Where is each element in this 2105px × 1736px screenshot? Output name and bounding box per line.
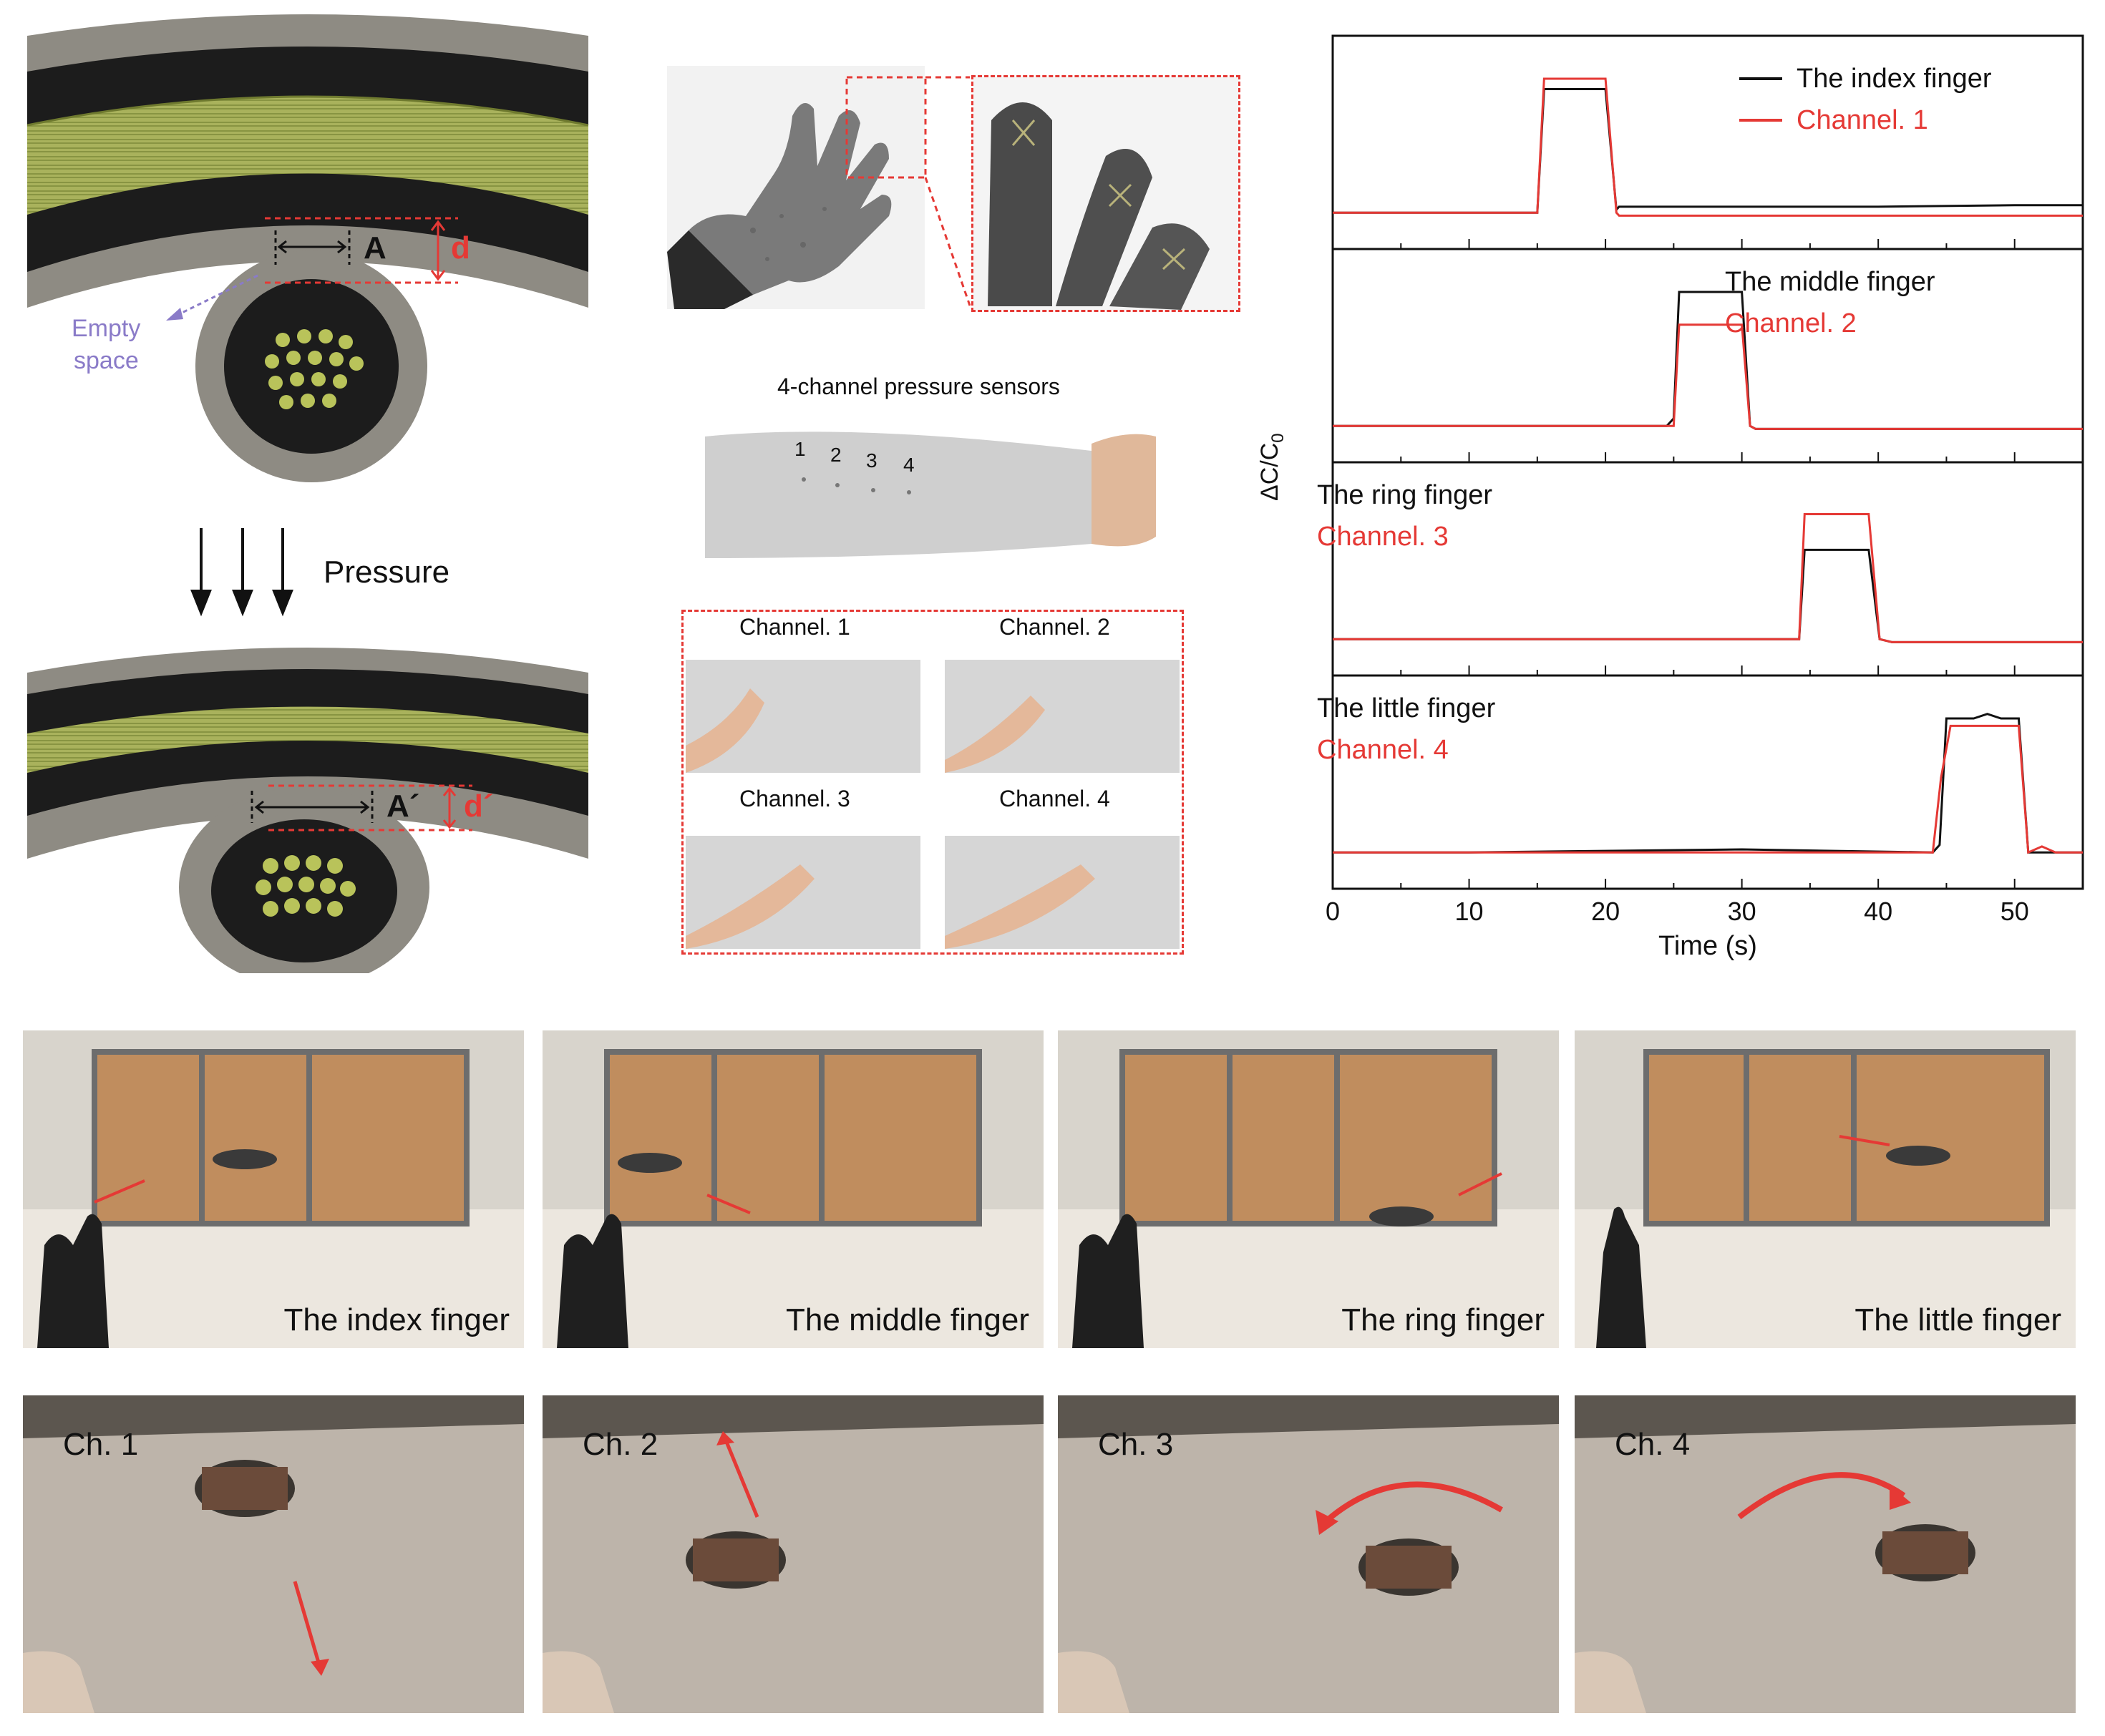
sleeve-photo bbox=[705, 415, 1156, 580]
channel-label-1: Channel. 1 bbox=[739, 614, 850, 640]
lower-fabric-layers bbox=[27, 648, 588, 859]
robot-caption-3: Ch. 3 bbox=[1098, 1427, 1174, 1462]
channel-label-2: Channel. 2 bbox=[999, 614, 1110, 640]
glove-photo bbox=[667, 66, 925, 309]
glove-fingertip-zoom bbox=[971, 75, 1240, 312]
channel-label-4: Channel. 4 bbox=[999, 786, 1110, 811]
series-line-1-1 bbox=[1333, 88, 2083, 214]
x-tick-label: 0 bbox=[1326, 897, 1340, 926]
legend-label-4-2: Channel. 4 bbox=[1317, 735, 1449, 765]
drone-photo-2: The middle finger bbox=[543, 1030, 1044, 1348]
robot-caption-2: Ch. 2 bbox=[583, 1427, 658, 1462]
fiber-cross-section-bottom bbox=[179, 787, 429, 973]
legend-label-4-1: The little finger bbox=[1317, 693, 1496, 723]
drone-caption-2: The middle finger bbox=[786, 1302, 1029, 1337]
pressure-label: Pressure bbox=[324, 555, 450, 590]
d-markers-bottom bbox=[268, 784, 472, 832]
gap-markers-bottom bbox=[251, 791, 374, 823]
series-line-1-2 bbox=[1333, 77, 2083, 217]
robot-photo-2: Ch. 2 bbox=[543, 1395, 1044, 1713]
series-line-2-2 bbox=[1333, 323, 2083, 430]
sensor-number-1: 1 bbox=[794, 438, 806, 460]
robot-caption-4: Ch. 4 bbox=[1615, 1427, 1691, 1462]
x-tick-label: 50 bbox=[2001, 897, 2029, 926]
legend-label-1-2: Channel. 1 bbox=[1797, 105, 1928, 135]
y-axis-label: ΔC/C0 bbox=[1256, 433, 1288, 501]
robot-photo-3: Ch. 3 bbox=[1058, 1395, 1559, 1713]
label-a-prime: A´ bbox=[387, 789, 420, 824]
label-d: d bbox=[451, 230, 470, 265]
chart-panel-4 bbox=[1331, 674, 2084, 890]
channel-photo-3 bbox=[686, 836, 920, 949]
legend-label-3-1: The ring finger bbox=[1317, 480, 1492, 510]
sensor-title: 4-channel pressure sensors bbox=[777, 374, 1060, 399]
channel-photo-4 bbox=[945, 836, 1180, 949]
empty-space-label-2: space bbox=[74, 347, 139, 374]
sensor-number-4: 4 bbox=[903, 454, 915, 476]
upper-fabric-layers bbox=[26, 14, 589, 308]
gap-markers-top bbox=[274, 230, 351, 265]
series-line-3-2 bbox=[1333, 512, 2083, 643]
zoom-connector bbox=[845, 76, 971, 306]
empty-space-label-1: Empty bbox=[72, 315, 141, 342]
fiber-cross-section-top bbox=[195, 250, 427, 482]
x-tick-label: 30 bbox=[1728, 897, 1756, 926]
channel-press-box bbox=[681, 610, 1184, 955]
drone-caption-3: The ring finger bbox=[1341, 1302, 1545, 1337]
x-axis-label: Time (s) bbox=[1658, 931, 1757, 961]
drone-photo-1: The index finger bbox=[23, 1030, 524, 1348]
sensor-number-2: 2 bbox=[830, 444, 842, 466]
x-tick-label: 10 bbox=[1455, 897, 1484, 926]
x-tick-label: 40 bbox=[1864, 897, 1892, 926]
drone-photo-4: The little finger bbox=[1575, 1030, 2076, 1348]
sensor-schematic bbox=[26, 14, 589, 973]
channel-photo-2 bbox=[945, 660, 1180, 773]
d-markers-top bbox=[265, 217, 458, 284]
label-a: A bbox=[364, 230, 387, 265]
robot-photo-4: Ch. 4 bbox=[1575, 1395, 2076, 1713]
legend-label-3-2: Channel. 3 bbox=[1317, 522, 1449, 552]
legend-label-2-1: The middle finger bbox=[1725, 267, 1935, 297]
channel-label-3: Channel. 3 bbox=[739, 786, 850, 811]
drone-caption-1: The index finger bbox=[283, 1302, 510, 1337]
legend-label-1-1: The index finger bbox=[1797, 64, 1992, 94]
series-line-4-2 bbox=[1333, 724, 2083, 854]
drone-caption-4: The little finger bbox=[1854, 1302, 2061, 1337]
robot-photo-1: Ch. 1 bbox=[23, 1395, 524, 1713]
robot-caption-1: Ch. 1 bbox=[63, 1427, 139, 1462]
series-line-2-1 bbox=[1333, 291, 2083, 430]
legend-label-2-2: Channel. 2 bbox=[1725, 308, 1857, 338]
chart-panel-2 bbox=[1331, 248, 2084, 464]
pressure-arrows bbox=[190, 528, 293, 617]
label-d-prime: d´ bbox=[464, 789, 494, 824]
sensor-number-3: 3 bbox=[866, 449, 878, 472]
channel-photo-1 bbox=[686, 660, 920, 773]
series-line-3-1 bbox=[1333, 548, 2083, 643]
x-tick-label: 20 bbox=[1591, 897, 1620, 926]
drone-photo-3: The ring finger bbox=[1058, 1030, 1559, 1348]
